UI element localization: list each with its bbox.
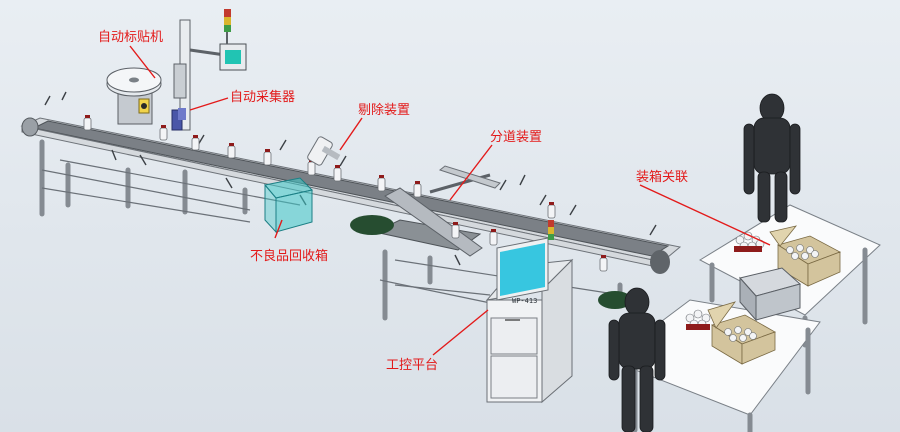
worker-right <box>743 93 801 223</box>
label-lane-divider: 分道装置 <box>490 130 542 145</box>
worker-left <box>608 287 666 432</box>
auto-labeler <box>106 67 162 125</box>
guide-plate <box>350 215 394 235</box>
label-control-platform: 工控平台 <box>386 358 438 373</box>
leader-lines <box>129 45 771 356</box>
label-auto-labeler: 自动标贴机 <box>98 30 163 45</box>
label-reject-bin: 不良品回收箱 <box>250 248 328 264</box>
label-auto-collector: 自动采集器 <box>230 89 295 105</box>
main-conveyor <box>20 117 682 321</box>
boxes <box>685 225 841 365</box>
label-reject-device: 剔除装置 <box>358 103 410 118</box>
reject-device <box>307 136 341 166</box>
rail-brackets <box>44 91 657 266</box>
reject-bin <box>264 177 313 234</box>
bottles <box>83 115 608 272</box>
guide-plate <box>598 291 632 309</box>
label-boxing-link: 装箱关联 <box>636 169 688 185</box>
diverter-section <box>373 165 501 257</box>
panel-model-text: WP-413 <box>512 297 537 305</box>
collector-tower <box>171 9 247 131</box>
control-cabinet: WP-413 <box>485 220 574 404</box>
